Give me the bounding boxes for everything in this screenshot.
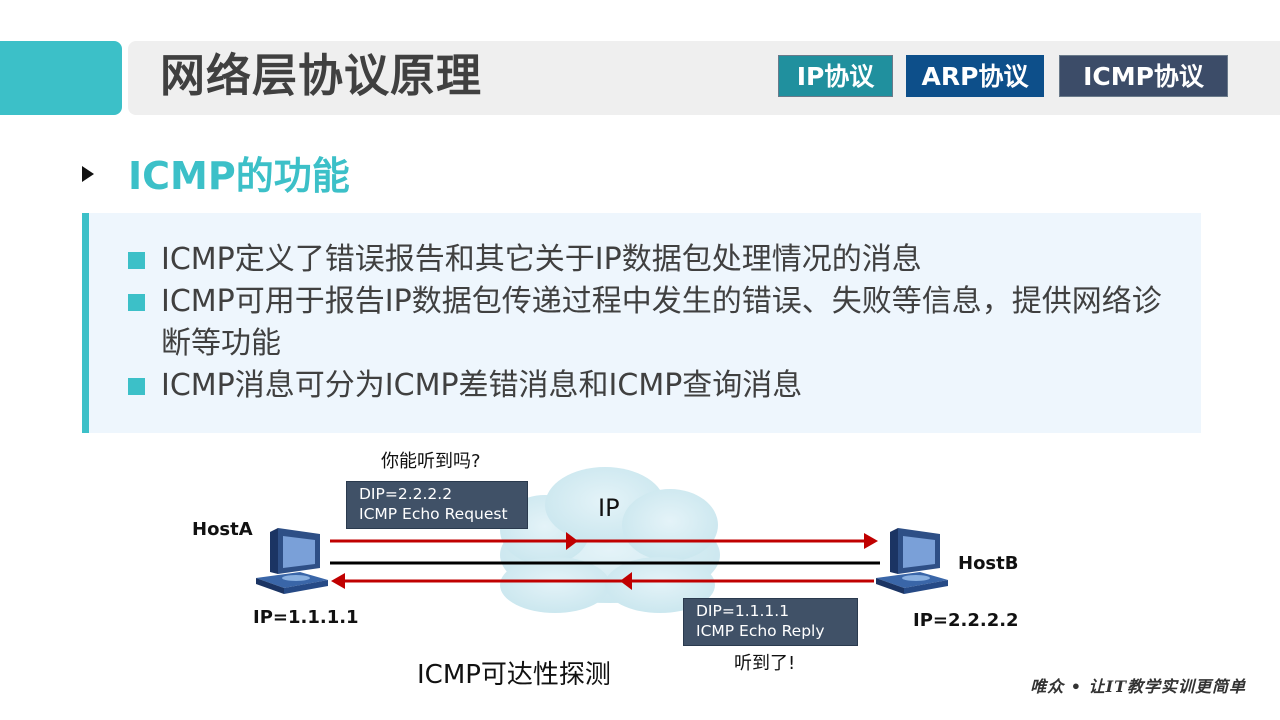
reply-arrow <box>331 572 874 590</box>
triangle-bullet-icon <box>82 166 94 182</box>
square-bullet-icon <box>128 294 145 311</box>
footer-brand: 唯众 • 让IT教学实训更简单 <box>1030 677 1246 696</box>
content-panel <box>82 213 1201 433</box>
list-item-text: ICMP可用于报告IP数据包传递过程中发生的错误、失败等信息，提供网络诊断等功能 <box>161 284 1162 361</box>
tab-ip-protocol[interactable]: IP协议 <box>778 55 893 97</box>
cloud-label: IP <box>598 494 620 522</box>
tab-icmp-protocol[interactable]: ICMP协议 <box>1059 55 1228 97</box>
host-b-ip: IP=2.2.2.2 <box>913 610 1019 631</box>
request-type: ICMP Echo Request <box>359 505 508 523</box>
request-dip: DIP=2.2.2.2 <box>359 485 453 503</box>
question-label: 你能听到吗? <box>381 451 481 472</box>
ip-cloud <box>500 467 720 613</box>
section-title: ICMP的功能 <box>128 154 350 198</box>
list-item: ICMP可用于报告IP数据包传递过程中发生的错误、失败等信息，提供网络诊断等功能 <box>128 281 1171 365</box>
host-b-computer-icon <box>876 528 948 594</box>
list-item-text: ICMP消息可分为ICMP差错消息和ICMP查询消息 <box>161 368 803 403</box>
host-b-name: HostB <box>958 553 1019 574</box>
tab-arp-protocol[interactable]: ARP协议 <box>906 55 1044 97</box>
list-item: ICMP消息可分为ICMP差错消息和ICMP查询消息 <box>128 365 1171 407</box>
reply-info-box: DIP=1.1.1.1 ICMP Echo Reply <box>683 598 858 646</box>
request-arrow <box>330 532 878 550</box>
diagram-caption: ICMP可达性探测 <box>417 660 611 690</box>
answer-label: 听到了! <box>734 653 796 674</box>
header-accent-bar <box>0 41 122 115</box>
host-a-ip: IP=1.1.1.1 <box>253 607 359 628</box>
host-a-computer-icon <box>256 528 328 594</box>
square-bullet-icon <box>128 378 145 395</box>
reply-type: ICMP Echo Reply <box>696 622 825 640</box>
request-info-box: DIP=2.2.2.2 ICMP Echo Request <box>346 481 528 529</box>
list-item-text: ICMP定义了错误报告和其它关于IP数据包处理情况的消息 <box>161 242 922 277</box>
reply-dip: DIP=1.1.1.1 <box>696 602 790 620</box>
square-bullet-icon <box>128 252 145 269</box>
list-item: ICMP定义了错误报告和其它关于IP数据包处理情况的消息 <box>128 239 1171 281</box>
page-title: 网络层协议原理 <box>160 49 483 102</box>
host-a-name: HostA <box>192 519 253 540</box>
